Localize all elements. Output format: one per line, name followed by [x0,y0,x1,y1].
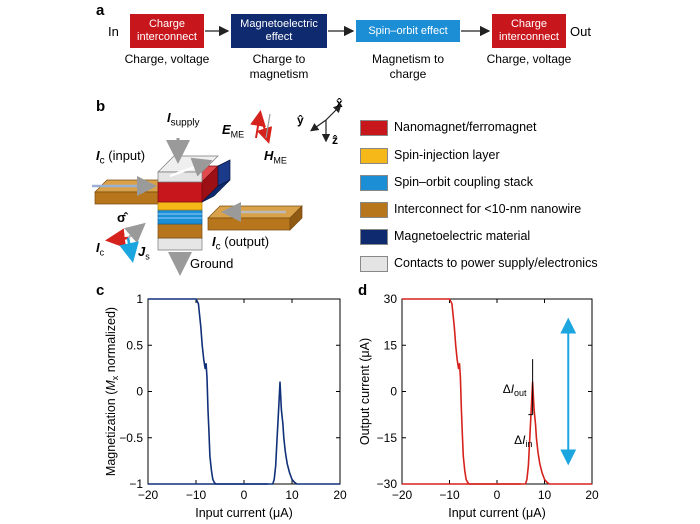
x-tick-label: −20 [138,488,159,502]
legend-swatch-interconnect [360,202,388,218]
interconnect-left-front [94,191,161,205]
label-ic-small: Ic [96,240,105,258]
x-tick-label: 20 [333,488,347,502]
interconnect-right-front [207,217,291,231]
flow-caption-2: Charge to magnetism [249,52,309,81]
y-tick-label: −1 [129,477,143,491]
x-axis-label: Input current (μA) [448,506,546,520]
y-axis-label: Magnetization (Mx normalized) [104,307,120,476]
plot-frame [147,298,341,485]
y-tick-label: 0.5 [126,338,143,352]
x-tick-label: 0 [241,488,248,502]
flow-box-spin-orbit: Spin–orbit effect [356,20,460,42]
y-tick-label: 30 [384,292,398,306]
series-line-1 [402,298,521,485]
label-h-me: HME [264,148,287,166]
panel-letter-c: c [96,282,105,299]
legend-swatch-nanomagnet [360,120,388,136]
label-axis-y: ŷ [297,113,304,127]
legend-label-magnetoelectric: Magnetoelectric material [394,229,531,243]
interconnect-right-side [289,205,303,231]
label-axis-x: x̂ [336,96,343,110]
panel-letter-b: b [96,98,106,115]
legend-label-spin-injection: Spin-injection layer [394,148,500,162]
nanomagnet-front [157,181,203,203]
spin-orbit-stack [157,209,203,225]
e-me-arrow [250,110,266,139]
x-tick-label: 10 [538,488,552,502]
y-tick-label: 0 [136,385,143,399]
legend-swatch-contacts [360,256,388,272]
legend-label-interconnect: Interconnect for <10-nm nanowire [394,202,582,216]
contact-bottom [157,237,203,251]
legend-label-contacts: Contacts to power supply/electronics [394,256,598,270]
label-i-supply: Isupply [167,110,200,129]
flow-caption-4: Charge, voltage [486,52,572,66]
y-tick-label: −30 [377,477,398,491]
magnetization-arrow [169,157,213,178]
y-axis-label: Output current (μA) [358,338,372,445]
y-tick-label: 1 [136,292,143,306]
legend-label-spin-orbit: Spin–orbit coupling stack [394,175,533,189]
flow-in-label: In [108,24,119,39]
label-sigma: σ̂ [117,210,126,225]
flow-box-charge-interconnect-2: Charge interconnect [492,14,566,48]
series-line-1 [148,298,268,485]
y-tick-label: −0.5 [119,431,143,445]
sigma-arrow [124,222,146,244]
flow-box-charge-interconnect-1: Charge interconnect [130,14,204,48]
series-line-2 [148,381,340,485]
series-line-2 [402,381,592,485]
spin-injection-layer [157,201,203,211]
delta-in-label: ΔIin [514,433,532,449]
flow-box-magnetoelectric: Magnetoelectric effect [231,14,327,48]
x-tick-label: −10 [186,488,207,502]
x-tick-label: −20 [392,488,413,502]
y-tick-label: 0 [390,385,397,399]
x-tick-label: 20 [585,488,599,502]
label-js: Js [138,244,150,262]
delta-out-label: ΔIout [503,382,527,398]
x-tick-label: 0 [494,488,501,502]
x-axis-label: Input current (μA) [195,506,293,520]
legend-swatch-magnetoelectric [360,229,388,245]
device-illustration [92,104,342,276]
plot-frame [401,298,593,485]
label-e-me: EME [222,122,245,140]
y-tick-label: 15 [384,338,398,352]
ic-small-arrow [105,228,129,249]
x-tick-label: −10 [439,488,460,502]
y-tick-label: −15 [377,431,398,445]
legend-swatch-spin-injection [360,148,388,164]
flow-arrows [205,25,491,37]
x-tick-label: 10 [285,488,299,502]
label-ground: Ground [190,256,234,271]
js-arrow [119,237,139,263]
label-ic-input: Ic (input) [96,148,146,167]
panel-letter-a: a [96,2,105,19]
axis-x-arrow [325,104,342,121]
flow-caption-1: Charge, voltage [124,52,210,66]
flow-out-label: Out [570,24,591,39]
label-ic-output: Ic (output) [212,234,270,253]
legend-label-nanomagnet: Nanomagnet/ferromagnet [394,120,537,134]
axis-y-arrow [310,119,327,132]
flow-caption-3: Magnetism to charge [371,52,445,81]
panel-letter-d: d [358,282,368,299]
stack-interconnect [157,223,203,239]
legend-swatch-spin-orbit [360,175,388,191]
label-axis-z: ẑ [332,133,338,147]
